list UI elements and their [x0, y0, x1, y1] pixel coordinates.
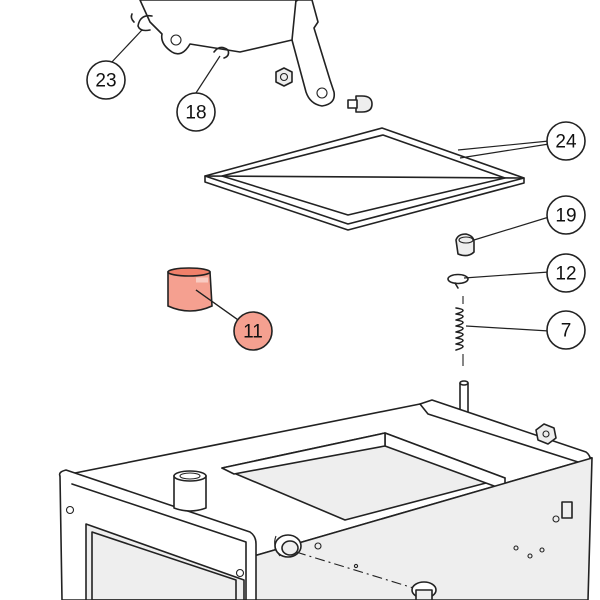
grommet — [274, 534, 302, 558]
washer-12 — [447, 273, 469, 289]
callout-label-23: 23 — [95, 71, 116, 92]
cap-19 — [455, 233, 475, 257]
gasket-24 — [204, 127, 525, 231]
side-nut — [535, 423, 557, 445]
spring-7 — [455, 296, 464, 366]
callout-11: 11 — [233, 311, 273, 351]
callout-label-18: 18 — [185, 103, 206, 124]
callout-label-24: 24 — [555, 132, 577, 153]
spring-clip-23 — [137, 14, 153, 32]
sleeve-11 — [167, 267, 213, 312]
callout-label-11: 11 — [243, 322, 263, 343]
callout-24: 24 — [546, 121, 586, 161]
sleeve-11-highlight — [167, 271, 213, 312]
callout-label-19: 19 — [555, 206, 576, 227]
callout-23: 23 — [86, 60, 126, 100]
callout-12: 12 — [546, 253, 586, 293]
callout-19: 19 — [546, 195, 586, 235]
main-housing — [58, 399, 593, 600]
callout-7: 7 — [546, 310, 586, 350]
callout-18: 18 — [176, 92, 216, 132]
housing-boss — [173, 470, 207, 512]
bracket-assembly — [130, 0, 373, 113]
callout-label-12: 12 — [555, 264, 576, 285]
leader-lines — [109, 29, 550, 332]
bottom-fitting — [411, 581, 437, 600]
hex-nut — [275, 67, 293, 87]
thumb-screw — [347, 95, 373, 113]
spring-clip-18 — [213, 46, 230, 59]
callout-label-7: 7 — [561, 321, 572, 342]
